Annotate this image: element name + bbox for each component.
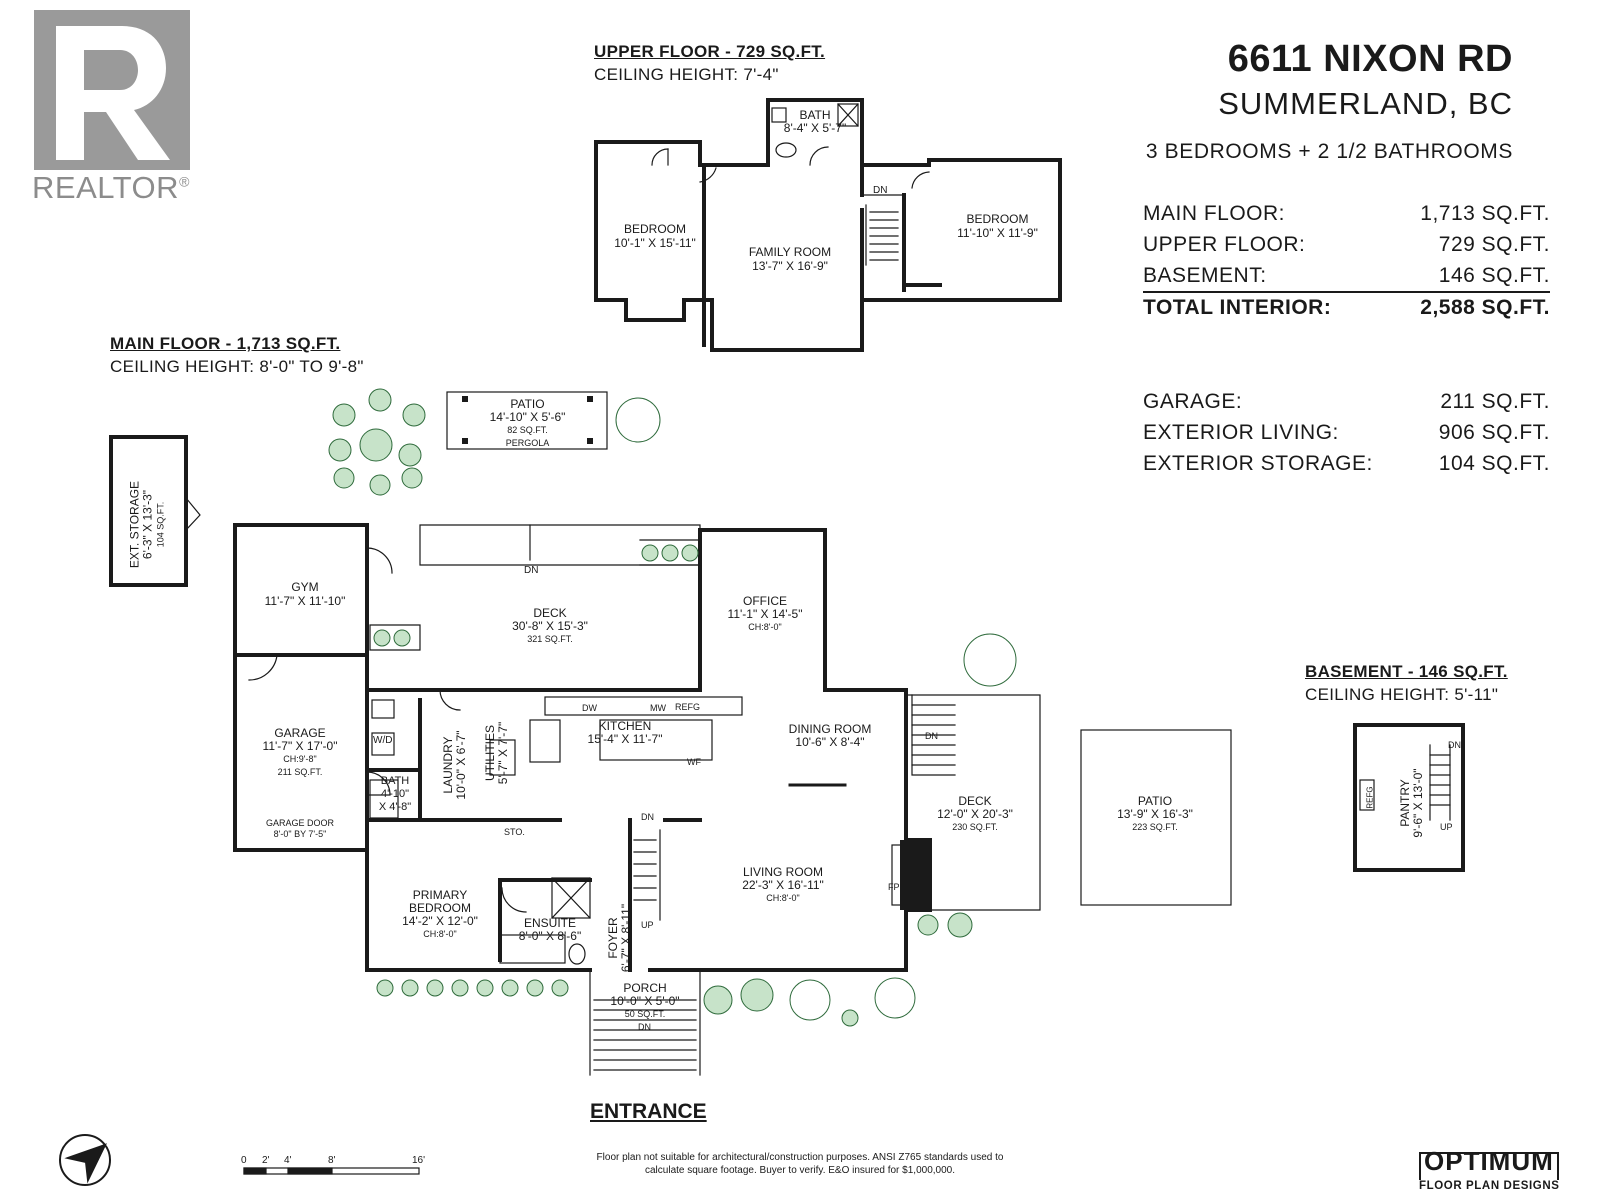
area-label-basement: BASEMENT:	[1143, 264, 1267, 287]
area-value-ext-storage: 104 SQ.FT.	[1438, 452, 1550, 475]
landscape-plants	[328, 388, 1017, 1027]
stair-dn-porch: DN	[638, 1022, 651, 1032]
brand-box	[1419, 1152, 1559, 1180]
storage-label: STO.	[504, 827, 525, 837]
area-label-main: MAIN FLOOR:	[1143, 202, 1286, 225]
disclaimer: Floor plan not suitable for architectura…	[596, 1152, 1004, 1176]
scale-bar	[243, 1167, 420, 1175]
realtor-logo	[34, 10, 190, 170]
main-floor-thin	[185, 391, 1451, 1076]
main-floor-ceiling: CEILING HEIGHT: 8'-0" TO 9'-8"	[110, 357, 364, 376]
area-value-upper: 729 SQ.FT.	[1438, 233, 1550, 256]
scale-tick-8: 8'	[328, 1155, 336, 1166]
realtor-r-icon	[34, 10, 190, 170]
main-floor-walls	[109, 435, 1465, 972]
fireplace-label: FP	[888, 882, 900, 892]
pantry-fridge-label: REFG	[1365, 786, 1375, 809]
stair-up-pantry: UP	[1440, 822, 1453, 832]
address-street: 6611 NIXON RD	[1227, 38, 1513, 80]
pergola-posts	[462, 396, 593, 444]
dishwasher-label: DW	[582, 703, 597, 713]
area-value-garage: 211 SQ.FT.	[1440, 390, 1550, 413]
realtor-wordmark: REALTOR®	[32, 170, 190, 205]
microwave-label: MW	[650, 703, 666, 713]
area-value-ext-living: 906 SQ.FT.	[1438, 421, 1550, 444]
stair-up-upper: UP	[641, 920, 654, 930]
stair-dn-basement: DN	[641, 812, 654, 822]
washer-dryer-label: W/D	[373, 735, 393, 746]
brand-tagline: FLOOR PLAN DESIGNS	[1419, 1180, 1560, 1192]
total-divider	[1143, 291, 1550, 293]
area-label-ext-living: EXTERIOR LIVING:	[1143, 421, 1339, 444]
north-arrow-icon	[59, 1134, 111, 1186]
upper-floor-ceiling: CEILING HEIGHT: 7'-4"	[594, 65, 779, 84]
area-label-garage: GARAGE:	[1143, 390, 1243, 413]
stair-dn-pantry: DN	[1448, 740, 1461, 750]
scale-tick-0: 0	[241, 1155, 247, 1166]
entrance-label: ENTRANCE	[590, 1100, 707, 1123]
area-value-total: 2,588 SQ.FT.	[1420, 296, 1550, 319]
upper-floor-title: UPPER FLOOR - 729 SQ.FT.	[594, 42, 826, 61]
stair-dn-upper: DN	[873, 185, 888, 196]
scale-tick-16: 16'	[412, 1155, 426, 1166]
bed-bath-summary: 3 BEDROOMS + 2 1/2 BATHROOMS	[1145, 140, 1513, 163]
basement-title: BASEMENT - 146 SQ.FT.	[1305, 662, 1508, 681]
scale-tick-2: 2'	[262, 1155, 270, 1166]
stair-dn-deck-right: DN	[925, 731, 938, 741]
area-label-upper: UPPER FLOOR:	[1143, 233, 1306, 256]
wine-fridge-label: WF	[687, 757, 701, 767]
upper-floor-thin	[651, 103, 930, 266]
address-city: SUMMERLAND, BC	[1218, 86, 1513, 121]
main-floor-title: MAIN FLOOR - 1,713 SQ.FT.	[110, 334, 341, 353]
upper-floor-walls	[594, 98, 1062, 352]
fridge-label: REFG	[675, 702, 701, 712]
scale-tick-4: 4'	[284, 1155, 292, 1166]
brand-name: OPTIMUM	[1424, 1146, 1554, 1176]
area-value-basement: 146 SQ.FT.	[1438, 264, 1550, 287]
area-label-ext-storage: EXTERIOR STORAGE:	[1143, 452, 1373, 475]
basement-ceiling: CEILING HEIGHT: 5'-11"	[1305, 685, 1499, 704]
area-value-main: 1,713 SQ.FT.	[1420, 202, 1550, 225]
fireplace	[900, 840, 930, 910]
stair-dn-deck: DN	[524, 565, 539, 576]
area-label-total: TOTAL INTERIOR:	[1143, 296, 1332, 319]
